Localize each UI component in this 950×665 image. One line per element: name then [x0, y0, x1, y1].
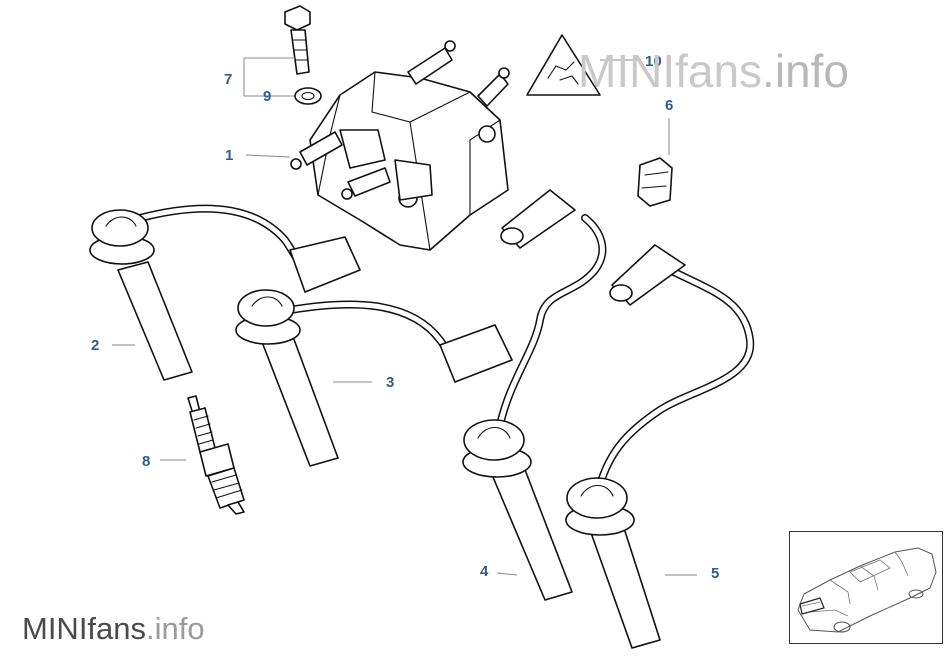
- watermark-brand: MINIfans: [22, 611, 147, 646]
- callout-7: 7: [224, 71, 232, 88]
- callout-10: 10: [645, 53, 662, 70]
- watermark-bottom: MINIfans.info: [22, 611, 205, 647]
- callout-3: 3: [386, 374, 394, 391]
- ignition-lead-5[interactable]: [565, 244, 755, 649]
- washer[interactable]: [294, 87, 322, 105]
- callout-9: 9: [263, 88, 271, 105]
- watermark-top: MINIfans.info: [578, 44, 849, 98]
- watermark-suffix: .info: [762, 45, 849, 97]
- ignition-lead-2[interactable]: [89, 204, 361, 381]
- warning-triangle-icon: [526, 34, 601, 96]
- callout-2: 2: [91, 337, 99, 354]
- leader-lines: [112, 57, 697, 576]
- callout-1: 1: [225, 147, 233, 164]
- ignition-lead-4[interactable]: [462, 189, 607, 601]
- callout-4: 4: [480, 563, 489, 580]
- ignition-lead-3[interactable]: [235, 289, 513, 467]
- callout-5: 5: [711, 565, 719, 582]
- vehicle-thumbnail[interactable]: [789, 531, 943, 644]
- spark-plug[interactable]: [187, 395, 245, 515]
- watermark-brand: MINIfans: [578, 45, 763, 97]
- bolt[interactable]: [284, 5, 311, 75]
- callout-6: 6: [665, 97, 673, 114]
- callout-8: 8: [142, 453, 150, 470]
- cable-clip[interactable]: [637, 157, 673, 207]
- watermark-suffix: .info: [146, 611, 205, 646]
- car-icon: [797, 547, 937, 633]
- ignition-coil[interactable]: [290, 40, 510, 251]
